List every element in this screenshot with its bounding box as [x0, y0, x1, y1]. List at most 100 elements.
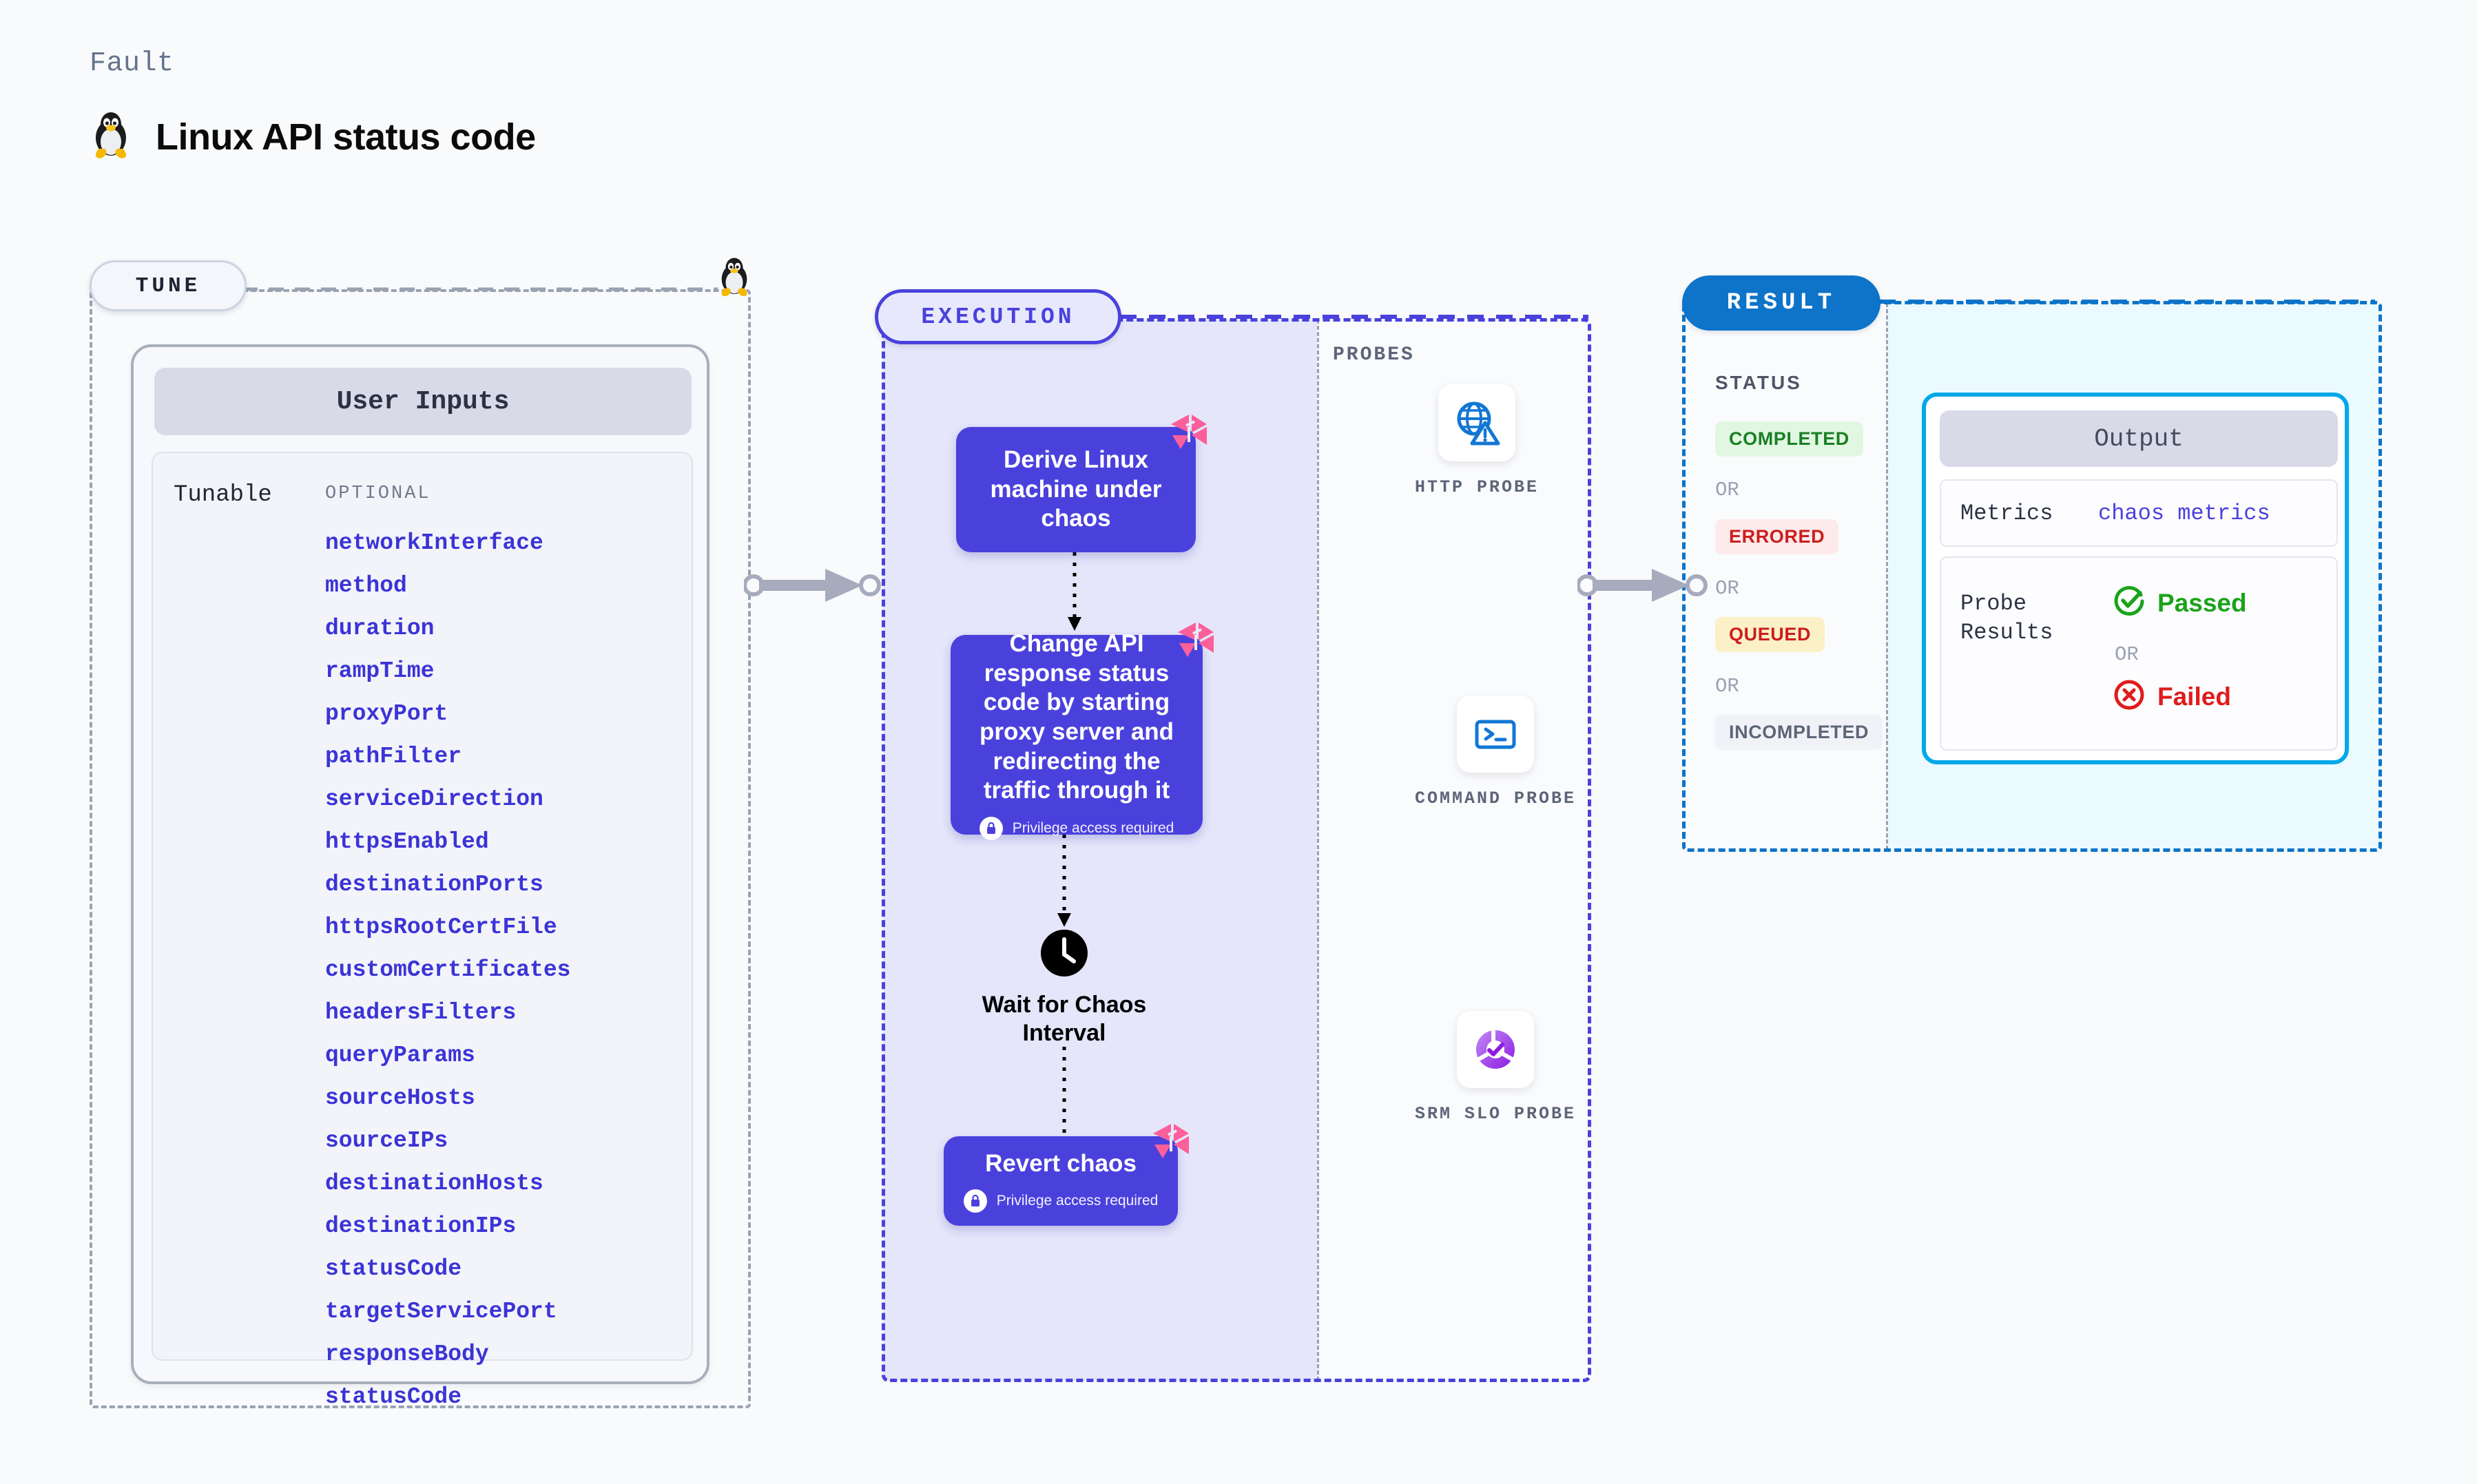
execution-node-label: Derive Linux machine under chaos — [990, 446, 1162, 532]
metrics-value-link[interactable]: chaos metrics — [2098, 500, 2270, 526]
tunable-item[interactable]: duration — [325, 616, 435, 641]
status-badge-incompleted: INCOMPLETED — [1715, 715, 1883, 750]
result-status-label: STATUS — [1715, 372, 1802, 393]
probe-verdict-or-label: OR — [2115, 643, 2139, 666]
lock-icon — [963, 1189, 987, 1213]
tunable-item[interactable]: sourceIPs — [325, 1128, 448, 1153]
litmus-logo-icon — [1175, 620, 1216, 665]
execution-zone — [882, 318, 1591, 1382]
tunable-item[interactable]: responseBody — [325, 1341, 489, 1367]
flow-arrow-1 — [1068, 552, 1081, 631]
status-or-label-1: OR — [1715, 479, 1739, 501]
execution-dashed-connector — [1120, 315, 1588, 319]
execution-to-result-arrow — [1577, 569, 1708, 602]
probe-item-http[interactable]: HTTP PROBE — [1415, 384, 1539, 499]
fault-eyebrow-label: Fault — [90, 48, 174, 79]
wait-for-chaos-interval-step: Wait for Chaos Interval — [964, 928, 1164, 1047]
slo-donut-check-icon — [1457, 1011, 1535, 1088]
litmus-logo-icon — [1168, 412, 1210, 457]
status-badge-label: COMPLETED — [1729, 428, 1849, 449]
tunable-item[interactable]: rampTime — [325, 658, 435, 684]
probe-verdict-failed-label: Failed — [2157, 682, 2231, 711]
user-inputs-card: User Inputs Tunable OPTIONAL networkInte… — [131, 344, 709, 1410]
tunable-list: networkInterface method duration rampTime pr… — [325, 522, 683, 1419]
output-card: Output Metrics chaos metrics Probe Resul… — [1922, 393, 2349, 764]
result-section-pill[interactable]: RESULT — [1682, 275, 1880, 331]
execution-node-revert-chaos[interactable]: Revert chaos Privilege access required — [944, 1124, 1189, 1226]
user-inputs-title: User Inputs — [154, 368, 692, 435]
privilege-required-label: Privilege access required — [996, 1193, 1159, 1209]
tunable-params-box: Tunable OPTIONAL networkInterface method d… — [152, 452, 693, 1410]
probe-verdict-passed-label: Passed — [2157, 588, 2247, 617]
tunable-item[interactable]: destinationPorts — [325, 872, 543, 897]
x-circle-icon — [2113, 679, 2145, 714]
probe-verdict-passed: Passed — [2113, 585, 2247, 620]
terminal-icon — [1457, 696, 1535, 773]
tunable-item[interactable]: method — [325, 573, 407, 598]
tune-zone — [90, 289, 751, 1408]
globe-warning-icon — [1438, 384, 1516, 461]
probe-label: SRM SLO PROBE — [1415, 1104, 1577, 1124]
tunable-item[interactable]: statusCode — [325, 1384, 462, 1410]
tunable-item[interactable]: networkInterface — [325, 530, 543, 556]
tunable-label: Tunable — [174, 482, 272, 508]
probe-label: HTTP PROBE — [1415, 477, 1540, 497]
execution-section-pill[interactable]: EXECUTION — [875, 289, 1121, 344]
privilege-required-label: Privilege access required — [1012, 820, 1174, 837]
probe-label: COMMAND PROBE — [1415, 788, 1577, 808]
execution-node-change-status-code[interactable]: Change API response status code by start… — [951, 623, 1214, 841]
tunable-item[interactable]: destinationHosts — [325, 1171, 543, 1196]
status-badge-label: INCOMPLETED — [1729, 722, 1869, 742]
tunable-item[interactable]: sourceHosts — [325, 1085, 475, 1111]
tunable-item[interactable]: destinationIPs — [325, 1213, 517, 1239]
tunable-item[interactable]: headersFilters — [325, 1000, 517, 1025]
status-badge-label: ERRORED — [1729, 526, 1825, 547]
tune-section-pill[interactable]: TUNE — [90, 260, 247, 311]
metrics-key-label: Metrics — [1960, 500, 2053, 526]
tunable-item[interactable]: queryParams — [325, 1043, 475, 1068]
wait-step-label: Wait for Chaos Interval — [982, 992, 1147, 1046]
probe-results-key-label: Probe Results — [1960, 591, 2053, 645]
page-title: Linux API status code — [156, 116, 536, 158]
tunable-item[interactable]: pathFilter — [325, 744, 462, 769]
status-badge-completed: COMPLETED — [1715, 421, 1863, 457]
tunable-item[interactable]: targetServicePort — [325, 1299, 557, 1324]
privilege-required-row: Privilege access required — [979, 817, 1174, 841]
lock-icon — [979, 817, 1003, 841]
litmus-logo-icon — [1150, 1121, 1192, 1166]
tunable-item[interactable]: httpsEnabled — [325, 829, 489, 855]
probe-item-command[interactable]: COMMAND PROBE — [1415, 696, 1576, 811]
status-badge-label: QUEUED — [1729, 624, 1812, 645]
tune-to-execution-arrow — [744, 569, 881, 602]
execution-node-derive-machine[interactable]: Derive Linux machine under chaos — [956, 415, 1207, 552]
linux-penguin-icon — [90, 110, 132, 163]
privilege-required-row: Privilege access required — [963, 1189, 1159, 1213]
result-status-column — [1684, 303, 1888, 850]
result-dashed-connector — [1879, 300, 2375, 304]
tunable-item[interactable]: proxyPort — [325, 701, 448, 727]
status-or-label-2: OR — [1715, 577, 1739, 600]
check-circle-icon — [2113, 585, 2145, 620]
clock-icon — [1039, 928, 1089, 981]
status-badge-errored: ERRORED — [1715, 519, 1839, 554]
output-card-title: Output — [1940, 410, 2338, 467]
status-badge-queued: QUEUED — [1715, 617, 1825, 652]
tunable-item[interactable]: customCertificates — [325, 957, 571, 983]
tune-dashed-connector — [242, 287, 718, 291]
execution-node-label: Change API response status code by start… — [979, 629, 1174, 804]
tunable-item[interactable]: httpsRootCertFile — [325, 915, 557, 940]
flow-arrow-2 — [1057, 835, 1071, 927]
linux-penguin-marker-icon — [716, 256, 752, 301]
optional-label: OPTIONAL — [325, 483, 431, 504]
page-title-row: Linux API status code — [90, 110, 536, 163]
probe-verdict-failed: Failed — [2113, 679, 2231, 714]
output-metrics-row: Metrics chaos metrics — [1940, 479, 2338, 547]
probes-zone — [1317, 320, 1590, 1381]
status-or-label-3: OR — [1715, 675, 1739, 698]
tunable-item[interactable]: statusCode — [325, 1256, 462, 1282]
tunable-item[interactable]: serviceDirection — [325, 786, 543, 812]
execution-node-label: Revert chaos — [985, 1149, 1137, 1177]
probe-item-srm-slo[interactable]: SRM SLO PROBE — [1415, 1011, 1576, 1126]
output-probe-results-row: Probe Results Passed OR — [1940, 556, 2338, 751]
probes-section-label: PROBES — [1333, 344, 1415, 366]
